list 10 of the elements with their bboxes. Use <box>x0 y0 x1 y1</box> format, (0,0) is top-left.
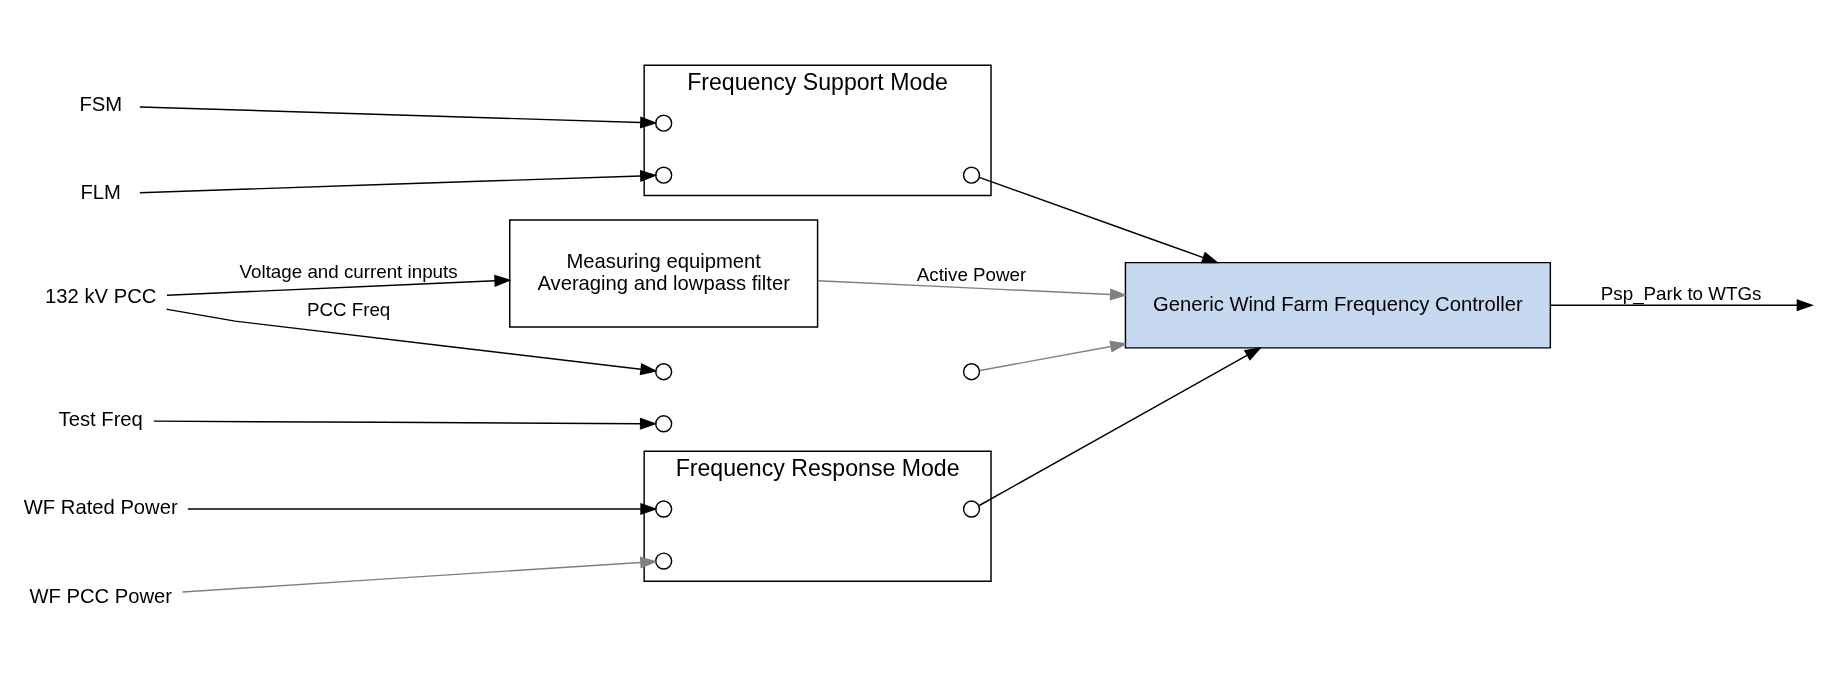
node-text: FLM <box>80 181 121 204</box>
node-text: FSM <box>79 93 123 116</box>
edge-label: PCC Freq <box>306 298 391 320</box>
node-text: 132 kV PCC <box>45 285 157 308</box>
edge-label: Active Power <box>916 264 1027 286</box>
node-text: Test Freq <box>58 408 143 431</box>
edge-label: Psp_Park to WTGs <box>1600 283 1762 305</box>
edge-label: Voltage and current inputs <box>239 261 458 283</box>
node-text: WF PCC Power <box>29 584 173 607</box>
node-text: WF Rated Power <box>23 496 178 519</box>
